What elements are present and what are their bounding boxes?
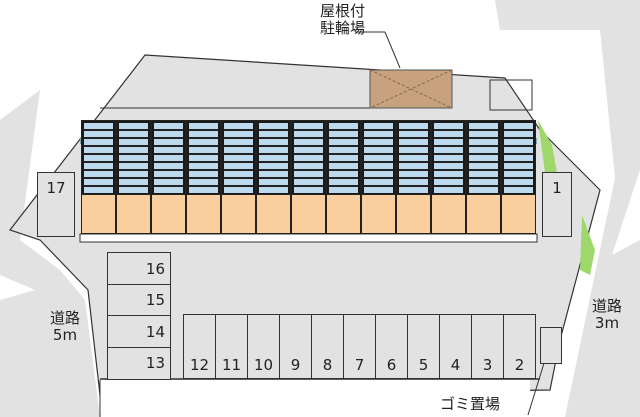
parking-space-8: 8 [311, 314, 344, 379]
unit-floor-plan [154, 123, 183, 193]
unit-room [82, 194, 115, 233]
apartment-unit [116, 120, 151, 234]
unit-floor-plan [224, 123, 253, 193]
unit-floor-plan [399, 123, 428, 193]
parking-space-7: 7 [343, 314, 376, 379]
unit-room [117, 194, 150, 233]
right-road [495, 0, 640, 417]
unit-room [502, 194, 535, 233]
unit-floor-plan [329, 123, 358, 193]
unit-room [432, 194, 465, 233]
parking-space-16: 16 [107, 252, 171, 285]
label-line: 5m [52, 326, 78, 344]
unit-floor-plan [504, 123, 533, 193]
parking-space-1: 1 [542, 172, 572, 237]
parking-space-3: 3 [471, 314, 504, 379]
unit-room [467, 194, 500, 233]
apartment-unit [186, 120, 221, 234]
apartment-unit [501, 120, 536, 234]
unit-floor-plan [364, 123, 393, 193]
unit-room [222, 194, 255, 233]
parking-space-17: 17 [37, 172, 75, 237]
label-line: 3m [594, 314, 620, 332]
unit-floor-plan [259, 123, 288, 193]
apartment-unit [81, 120, 116, 234]
road-left-label: 道路 5m [50, 310, 80, 344]
unit-floor-plan [434, 123, 463, 193]
apartment-unit [151, 120, 186, 234]
apartment-unit [466, 120, 501, 234]
parking-space-9: 9 [279, 314, 312, 379]
parking-space-10: 10 [247, 314, 280, 379]
bicycle-parking-label: 屋根付 駐輪場 [320, 3, 365, 37]
parking-space-13: 13 [107, 346, 171, 380]
unit-room [362, 194, 395, 233]
apartment-unit [396, 120, 431, 234]
unit-floor-plan [189, 123, 218, 193]
label-line: 屋根付 [320, 2, 366, 20]
parking-space-5: 5 [407, 314, 440, 379]
unit-room [257, 194, 290, 233]
unit-room [187, 194, 220, 233]
unit-floor-plan [469, 123, 498, 193]
label-line: 駐輪場 [320, 19, 366, 37]
unit-room [292, 194, 325, 233]
unit-floor-plan [294, 123, 323, 193]
parking-space-14: 14 [107, 315, 171, 348]
unit-room [327, 194, 360, 233]
unit-room [152, 194, 185, 233]
apartment-unit [326, 120, 361, 234]
parking-space-15: 15 [107, 283, 171, 317]
parking-space-12: 12 [183, 314, 216, 379]
garbage-area [540, 327, 562, 364]
label-line: 道路 [50, 309, 81, 327]
apartment-unit [221, 120, 256, 234]
parking-space-6: 6 [375, 314, 408, 379]
unit-floor-plan [84, 123, 113, 193]
green-area-2 [580, 215, 595, 275]
garbage-label: ゴミ置場 [440, 395, 501, 413]
unit-room [397, 194, 430, 233]
unit-floor-plan [119, 123, 148, 193]
parking-space-11: 11 [215, 314, 248, 379]
apartment-unit [256, 120, 291, 234]
left-road [0, 90, 100, 417]
parking-space-2: 2 [503, 314, 536, 379]
apartment-unit [291, 120, 326, 234]
apartment-unit [431, 120, 466, 234]
apartment-unit [361, 120, 396, 234]
road-right-label: 道路 3m [592, 298, 622, 332]
parking-space-4: 4 [439, 314, 472, 379]
label-line: 道路 [592, 297, 623, 315]
